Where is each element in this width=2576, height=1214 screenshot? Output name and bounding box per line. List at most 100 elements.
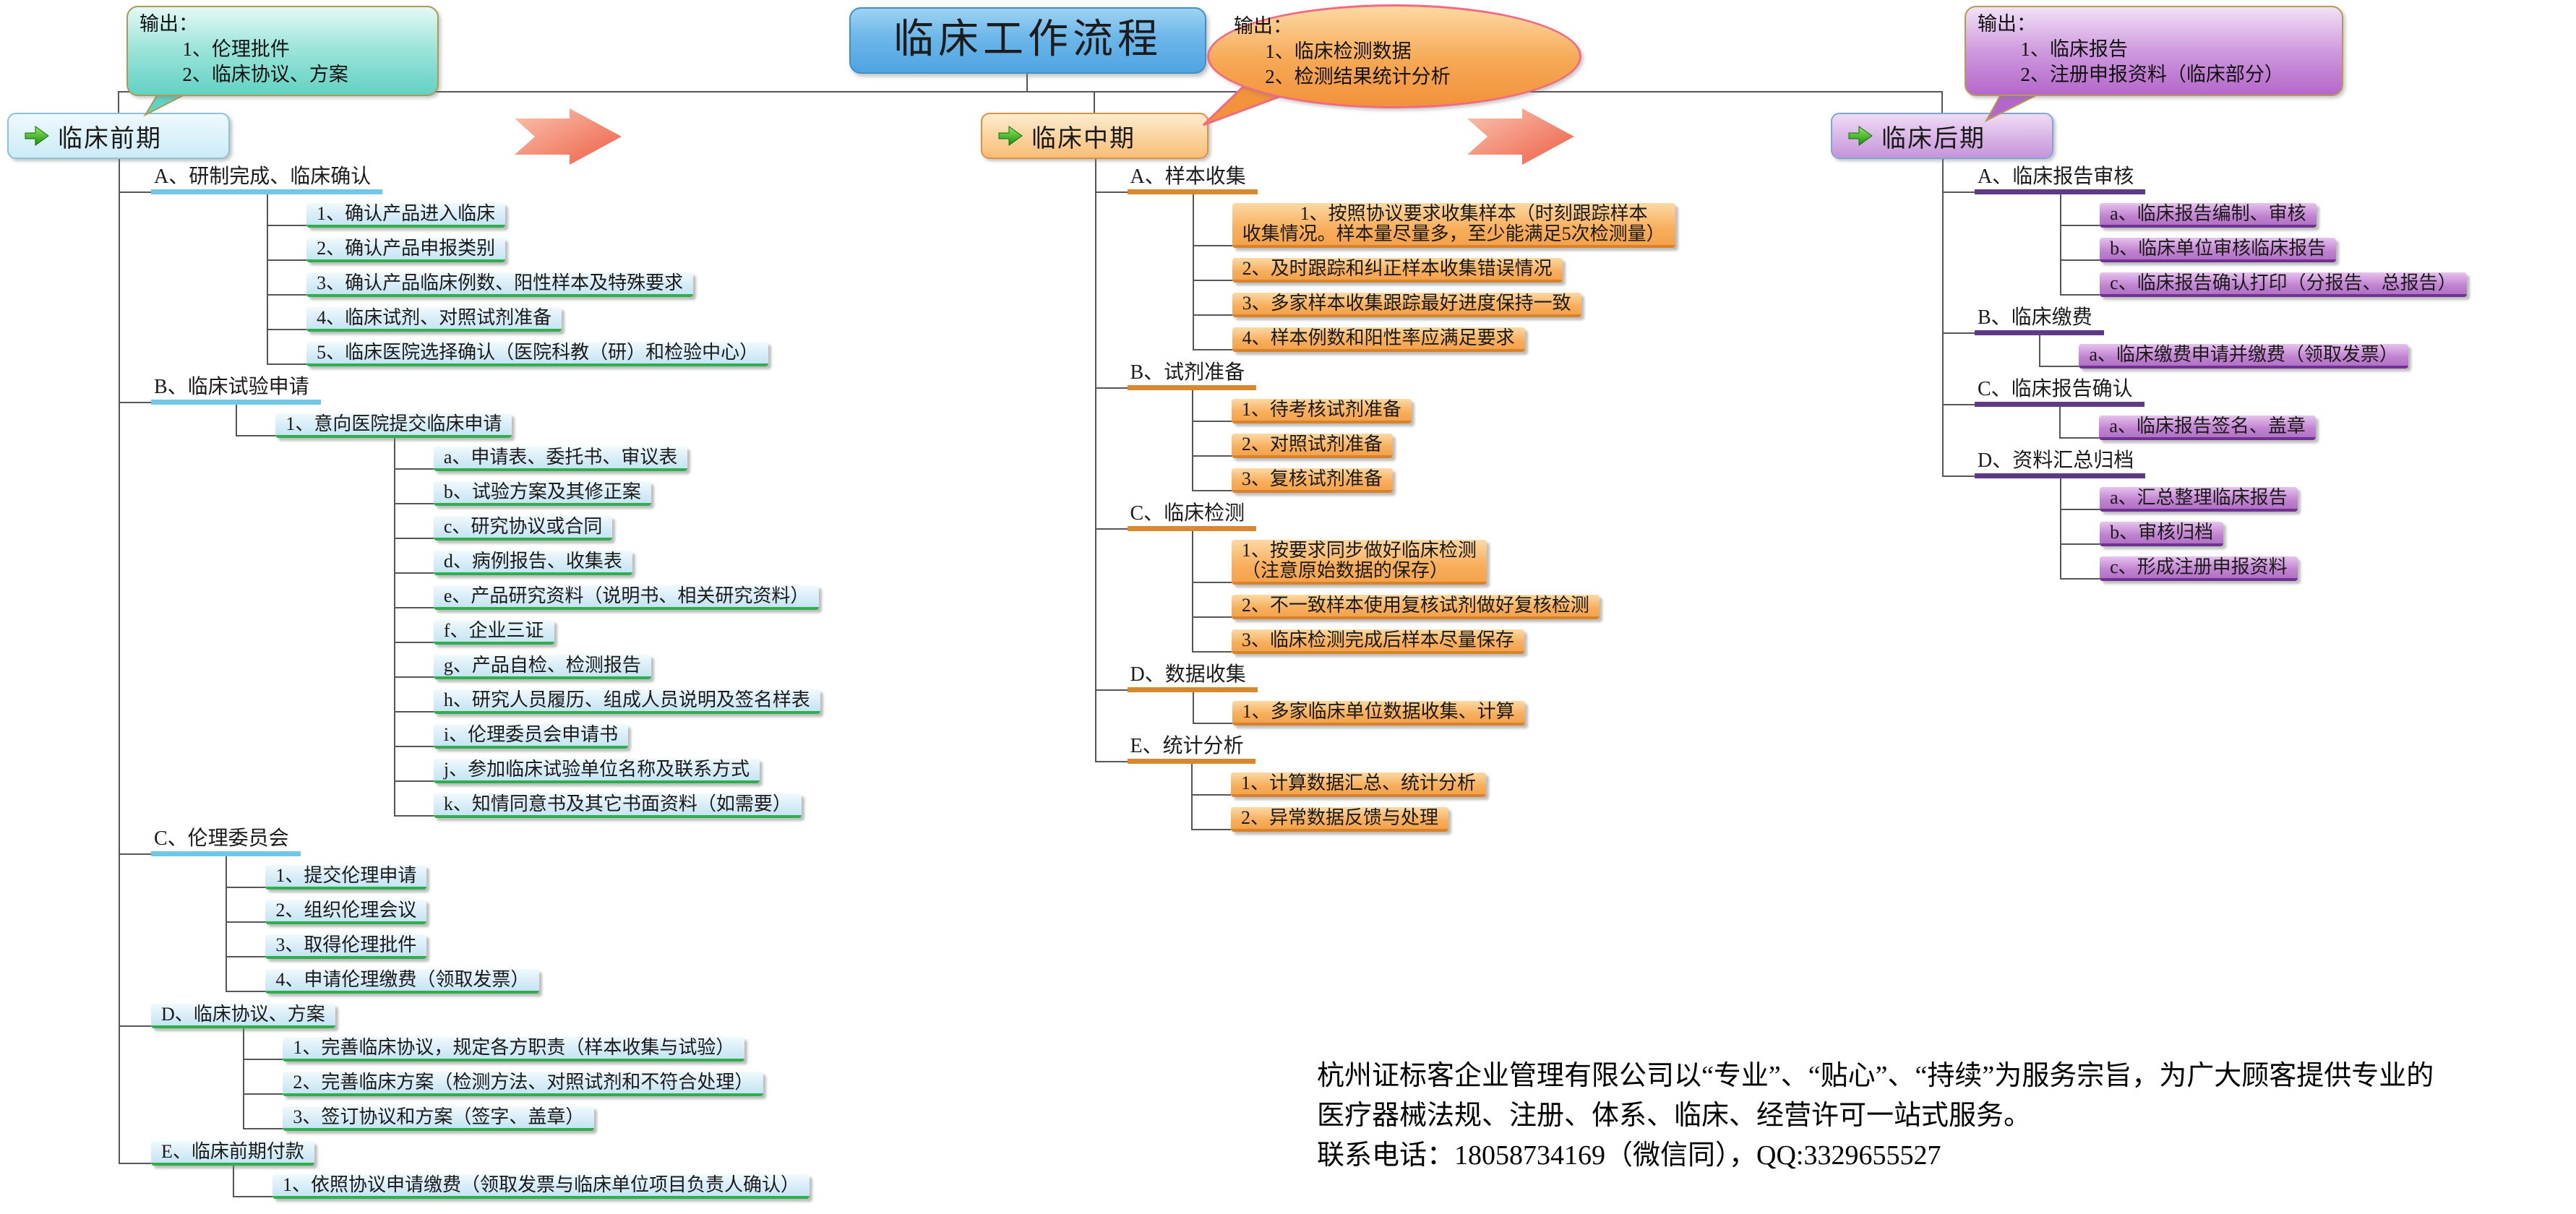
callout-mid-output[interactable]: 输出： 1、临床检测数据 2、检测结果统计分析 (1207, 4, 1581, 108)
company-info-line: 联系电话：18058734169（微信同），QQ:3329655527 (1317, 1140, 1941, 1171)
section-label[interactable]: B、临床缴费 (1975, 307, 2104, 335)
topic-box[interactable]: 4、申请伦理缴费（领取发票） (265, 969, 540, 994)
topic-box[interactable]: 3、复核试剂准备 (1231, 468, 1393, 493)
phase-label: 临床前期 (58, 125, 162, 152)
topic-box[interactable]: 1、按要求同步做好临床检测 （注意原始数据的保存） (1231, 540, 1487, 585)
topic-box[interactable]: 3、确认产品临床例数、阳性样本及特殊要求 (306, 272, 694, 297)
connector-line (2060, 259, 2100, 261)
topic-box[interactable]: 1、提交伦理申请 (265, 865, 427, 890)
topic-box[interactable]: E、临床前期付款 (151, 1141, 314, 1166)
section-label[interactable]: C、伦理委员会 (151, 828, 301, 856)
callout-pre-output[interactable]: 输出： 1、伦理批件 2、临床协议、方案 (126, 6, 439, 96)
topic-box[interactable]: 1、完善临床协议，规定各方职责（样本收集与试验） (283, 1037, 745, 1062)
connector-line (393, 607, 434, 608)
topic-box[interactable]: h、研究人员履历、组成人员说明及签名样表 (433, 689, 820, 714)
topic-box[interactable]: i、伦理委员会申请书 (433, 724, 629, 749)
green-arrow-icon (25, 126, 49, 146)
connector-line (393, 711, 434, 713)
tree-column-pre: A、研制完成、临床确认 1、确认产品进入临床 2、确认产品申报类别 3、确认产品临床例… (119, 156, 820, 1209)
callout-post-output[interactable]: 输出： 1、临床报告 2、注册申报资料（临床部分） (1965, 6, 2343, 96)
connector-line (1192, 191, 1194, 349)
topic-box[interactable]: c、临床报告确认打印（分报告、总报告） (2100, 272, 2467, 297)
connector-line (267, 225, 307, 226)
topic-box[interactable]: 3、取得伦理批件 (265, 934, 427, 959)
topic-box[interactable]: a、临床缴费申请并缴费（领取发票） (2079, 344, 2408, 369)
topic-box[interactable]: 5、临床医院选择确认（医院科教（研）和检验中心） (306, 342, 769, 366)
tree-column-post: A、临床报告审核 a、临床报告编制、审核 b、临床单位审核临床报告 c、临床报告确认打… (1942, 156, 2467, 591)
topic-box[interactable]: 4、样本例数和阳性率应满足要求 (1232, 327, 1525, 352)
section-label[interactable]: E、统计分析 (1127, 736, 1255, 764)
topic-box[interactable]: b、审核归档 (2100, 522, 2224, 546)
topic-box[interactable]: b、临床单位审核临床报告 (2100, 238, 2337, 262)
topic-box[interactable]: g、产品自检、检测报告 (433, 655, 651, 679)
connector-line (2039, 332, 2041, 366)
connector-line (1094, 191, 1128, 193)
connector-line (2060, 294, 2100, 296)
connector-line (232, 1196, 272, 1197)
phase-header-post-clinical[interactable]: 临床后期 (1831, 113, 2053, 159)
topic-box[interactable]: 2、完善临床方案（检测方法、对照试剂和不符合处理） (283, 1072, 764, 1096)
topic-box[interactable]: b、试验方案及其修正案 (433, 481, 651, 506)
topic-box[interactable]: 2、组织伦理会议 (265, 900, 427, 924)
connector-line (1191, 829, 1232, 830)
company-info-line: 杭州证标客企业管理有限公司以“专业”、“贴心”、“持续”为服务宗旨，为广大顾客提… (1317, 1061, 2434, 1091)
topic-box[interactable]: k、知情同意书及其它书面资料（如需要） (433, 793, 802, 818)
connector-line (2060, 543, 2100, 545)
connector-line (1192, 245, 1232, 246)
topic-box[interactable]: 3、临床检测完成后样本尽量保存 (1231, 629, 1524, 654)
topic-box[interactable]: 3、签订协议和方案（签字、盖章） (283, 1106, 595, 1131)
callout-item: 2、临床协议、方案 (182, 64, 348, 85)
topic-box[interactable]: d、病例报告、收集表 (433, 551, 632, 575)
topic-box[interactable]: 1、依照协议申请缴费（领取发票与临床单位项目负责人确认） (272, 1174, 810, 1199)
topic-box[interactable]: e、产品研究资料（说明书、相关研究资料） (433, 585, 820, 610)
page-title[interactable]: 临床工作流程 (849, 7, 1206, 74)
callout-title: 输出： (139, 13, 198, 35)
topic-box[interactable]: 4、临床试剂、对照试剂准备 (306, 307, 562, 332)
topic-box[interactable]: c、形成注册申报资料 (2100, 556, 2298, 581)
topic-box[interactable]: 2、及时跟踪和纠正样本收集错误情况 (1232, 258, 1563, 283)
connector-line (226, 991, 266, 992)
connector-line (119, 156, 120, 1163)
connector-line (2060, 191, 2062, 294)
section-label[interactable]: C、临床检测 (1127, 503, 1257, 531)
connector-line (118, 91, 1943, 92)
connector-line (393, 503, 434, 504)
topic-box[interactable]: f、企业三证 (433, 620, 554, 645)
topic-box[interactable]: 2、确认产品申报类别 (306, 238, 506, 262)
topic-box[interactable]: c、研究协议或合同 (433, 516, 613, 541)
topic-box[interactable]: 1、待考核试剂准备 (1231, 399, 1412, 423)
section-label[interactable]: D、资料汇总归档 (1975, 450, 2146, 478)
connector-line (119, 1163, 151, 1164)
connector-line (119, 191, 151, 193)
topic-box[interactable]: 3、多家样本收集跟踪最好进度保持一致 (1232, 293, 1581, 317)
topic-box[interactable]: 2、对照试剂准备 (1231, 434, 1393, 458)
phase-header-pre-clinical[interactable]: 临床前期 (7, 113, 230, 159)
topic-box[interactable]: 1、计算数据汇总、统计分析 (1231, 772, 1487, 797)
section-label[interactable]: A、临床报告审核 (1975, 166, 2146, 194)
topic-box[interactable]: 1、确认产品进入临床 (306, 203, 506, 228)
connector-line (226, 921, 266, 923)
section-label[interactable]: B、临床试验申请 (151, 376, 321, 405)
connector-line (1191, 794, 1232, 796)
topic-box[interactable]: a、临床报告签名、盖章 (2099, 416, 2316, 440)
topic-box[interactable]: a、汇总整理临床报告 (2100, 487, 2298, 512)
topic-box[interactable]: a、申请表、委托书、审议表 (433, 447, 688, 471)
topic-box[interactable]: 1、多家临床单位数据收集、计算 (1232, 701, 1525, 726)
section-label[interactable]: A、研制完成、临床确认 (151, 166, 383, 194)
connector-line (236, 435, 276, 436)
topic-box[interactable]: 1、按照协议要求收集样本（时刻跟踪样本 收集情况。样本量尽量多，至少能满足5次检… (1232, 203, 1675, 248)
section-label[interactable]: D、数据收集 (1127, 664, 1258, 692)
connector-line (2039, 366, 2079, 367)
topic-box[interactable]: 2、异常数据反馈与处理 (1231, 807, 1449, 832)
connector-line (232, 1163, 234, 1196)
topic-box[interactable]: D、临床协议、方案 (151, 1004, 335, 1028)
section-label[interactable]: C、临床报告确认 (1975, 379, 2144, 407)
topic-box[interactable]: 2、不一致样本使用复核试剂做好复核检测 (1231, 595, 1600, 619)
topic-box[interactable]: 1、意向医院提交临床申请 (275, 413, 512, 438)
section-label[interactable]: B、试剂准备 (1127, 362, 1257, 390)
topic-box[interactable]: a、临床报告编制、审核 (2100, 203, 2317, 228)
topic-box[interactable]: j、参加临床试验单位名称及联系方式 (433, 759, 760, 783)
phase-header-mid-clinical[interactable]: 临床中期 (981, 113, 1208, 159)
connector-line (1192, 349, 1232, 350)
section-label[interactable]: A、样本收集 (1127, 166, 1258, 194)
